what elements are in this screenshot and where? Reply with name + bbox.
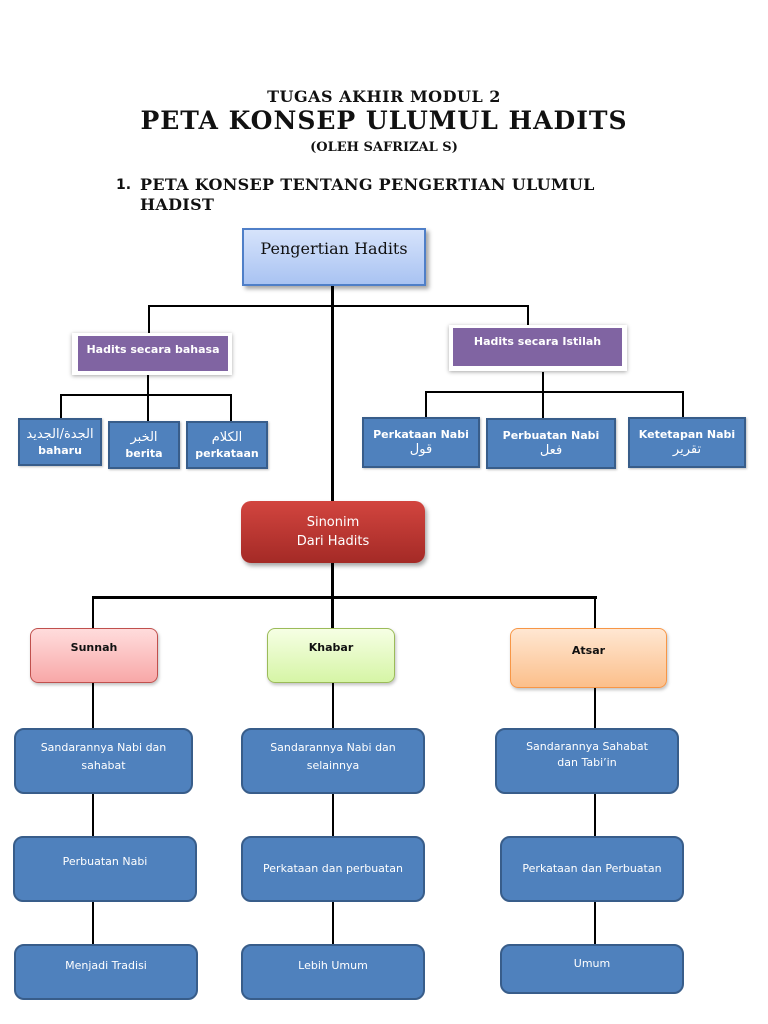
istilah-child-arabic: تقرير xyxy=(672,442,702,457)
bahasa-child-arabic: الجدة/الجديد xyxy=(26,426,94,442)
connector-istilah-c2 xyxy=(542,391,544,419)
document-subtitle: TUGAS AKHIR MODUL 2 xyxy=(267,87,501,106)
sunnah-item-3: Menjadi Tradisi xyxy=(14,944,198,1000)
category-label: Atsar xyxy=(571,644,606,657)
branch-bahasa-label: Hadits secara bahasa xyxy=(86,343,220,356)
khabar-item-label: Lebih Umum xyxy=(298,959,368,972)
atsar-item-3: Umum xyxy=(500,944,684,994)
branch-bahasa-node: Hadits secara bahasa xyxy=(78,336,228,371)
connector-sunnah-v xyxy=(92,596,94,629)
synonym-line2: Dari Hadits xyxy=(296,534,370,549)
istilah-child-label: Ketetapan Nabi xyxy=(638,428,736,441)
category-label: Khabar xyxy=(308,641,354,654)
connector-bahasa-c2 xyxy=(147,394,149,421)
connector-bahasa-down xyxy=(147,373,149,395)
bahasa-child-label: berita xyxy=(125,446,163,460)
connector-atsar-v xyxy=(594,596,596,629)
connector-istilah-down xyxy=(542,372,544,392)
connector-atsar-col xyxy=(594,688,596,945)
connector-khabar-col xyxy=(332,683,334,945)
connector-istilah-c1 xyxy=(425,391,427,418)
khabar-item-1: Sandarannya Nabi dan selainnya xyxy=(241,728,425,794)
bahasa-child-label: perkataan xyxy=(195,446,259,460)
istilah-child-arabic: فعل xyxy=(539,443,563,458)
connector-branch-right-v xyxy=(527,305,529,327)
category-atsar: Atsar xyxy=(510,628,667,688)
khabar-item-label: Sandarannya Nabi dan selainnya xyxy=(270,741,396,772)
section-title: PETA KONSEP TENTANG PENGERTIAN ULUMUL HA… xyxy=(140,175,595,214)
connector-istilah-h xyxy=(425,391,684,393)
branch-istilah-node: Hadits secara Istilah xyxy=(453,328,622,366)
connector-categories-h xyxy=(92,596,597,599)
atsar-item-label: Perkataan dan Perbuatan xyxy=(522,862,662,875)
category-khabar: Khabar xyxy=(267,628,395,683)
bahasa-child-berita: الخبر berita xyxy=(108,421,180,469)
category-label: Sunnah xyxy=(70,641,118,654)
document-title: PETA KONSEP ULUMUL HADITS xyxy=(140,106,628,135)
khabar-item-2: Perkataan dan perbuatan xyxy=(241,836,425,902)
bahasa-child-label: baharu xyxy=(38,443,82,457)
sunnah-item-label: Sandarannya Nabi dan sahabat xyxy=(40,741,167,772)
sunnah-item-label: Menjadi Tradisi xyxy=(65,959,147,972)
atsar-item-1: Sandarannya Sahabat dan Tabi’in xyxy=(495,728,679,794)
connector-sunnah-col xyxy=(92,683,94,945)
connector-trunk xyxy=(331,286,334,502)
sunnah-item-1: Sandarannya Nabi dan sahabat xyxy=(14,728,193,794)
category-sunnah: Sunnah xyxy=(30,628,158,683)
synonym-line1: Sinonim xyxy=(306,515,360,530)
bahasa-child-perkataan: الكلام perkataan xyxy=(186,421,268,469)
sunnah-item-2: Perbuatan Nabi xyxy=(13,836,197,902)
root-node-label: Pengertian Hadits xyxy=(260,239,408,258)
sunnah-item-label: Perbuatan Nabi xyxy=(62,855,148,868)
bahasa-child-arabic: الخبر xyxy=(130,429,158,445)
document-author: (OLEH SAFRIZAL S) xyxy=(310,140,458,155)
connector-istilah-c3 xyxy=(682,391,684,418)
atsar-item-label: Umum xyxy=(573,957,611,970)
atsar-item-2: Perkataan dan Perbuatan xyxy=(500,836,684,902)
istilah-child-ketetapan: Ketetapan Nabi تقرير xyxy=(628,417,746,468)
connector-bahasa-c3 xyxy=(230,394,232,421)
istilah-child-label: Perkataan Nabi xyxy=(373,428,469,441)
root-node: Pengertian Hadits xyxy=(242,228,426,286)
connector-bahasa-h xyxy=(60,394,232,396)
section-number: 1. xyxy=(116,177,132,193)
istilah-child-label: Perbuatan Nabi xyxy=(502,429,600,442)
synonym-node: Sinonim Dari Hadits xyxy=(241,501,425,563)
istilah-child-perkataan: Perkataan Nabi قول xyxy=(362,417,480,468)
connector-bahasa-c1 xyxy=(60,394,62,418)
istilah-child-arabic: قول xyxy=(409,442,433,457)
bahasa-child-baharu: الجدة/الجديد baharu xyxy=(18,418,102,466)
connector-branch-left-v xyxy=(148,305,150,335)
atsar-item-label: Sandarannya Sahabat dan Tabi’in xyxy=(526,740,648,769)
bahasa-child-arabic: الكلام xyxy=(211,429,243,445)
khabar-item-label: Perkataan dan perbuatan xyxy=(263,862,403,875)
istilah-child-perbuatan: Perbuatan Nabi فعل xyxy=(486,418,616,469)
khabar-item-3: Lebih Umum xyxy=(241,944,425,1000)
branch-istilah-label: Hadits secara Istilah xyxy=(473,335,602,348)
connector-branches-h xyxy=(148,305,529,307)
